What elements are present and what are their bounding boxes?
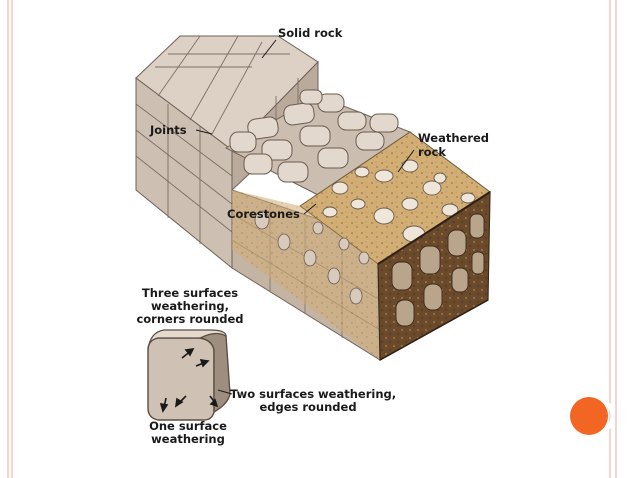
solid-rock-top (135, 35, 319, 151)
label-solid-rock: Solid rock (278, 26, 343, 40)
label-three-surfaces-line3: corners rounded (136, 312, 244, 326)
corestones (322, 159, 476, 243)
label-corestones: Corestones (227, 207, 300, 221)
label-three-surfaces-line2: weathering, (150, 299, 230, 313)
label-two-surfaces-line1: Two surfaces weathering, (230, 387, 397, 401)
soil-left-face (232, 190, 380, 360)
label-weathered-line2: rock (418, 145, 447, 159)
label-two-surfaces-line2: edges rounded (259, 400, 357, 414)
label-joints: Joints (150, 123, 187, 137)
label-weathered-line1: Weathered (418, 131, 490, 145)
label-one-surface-line2: weathering (151, 432, 225, 446)
label-one-surface-line1: One surface (149, 419, 227, 433)
rounded-blocks (229, 89, 399, 183)
leader-lines (195, 39, 415, 395)
front-corestones (391, 213, 485, 327)
label-three-surfaces-line1: Three surfaces (141, 286, 239, 300)
cube-diagram (147, 329, 231, 421)
